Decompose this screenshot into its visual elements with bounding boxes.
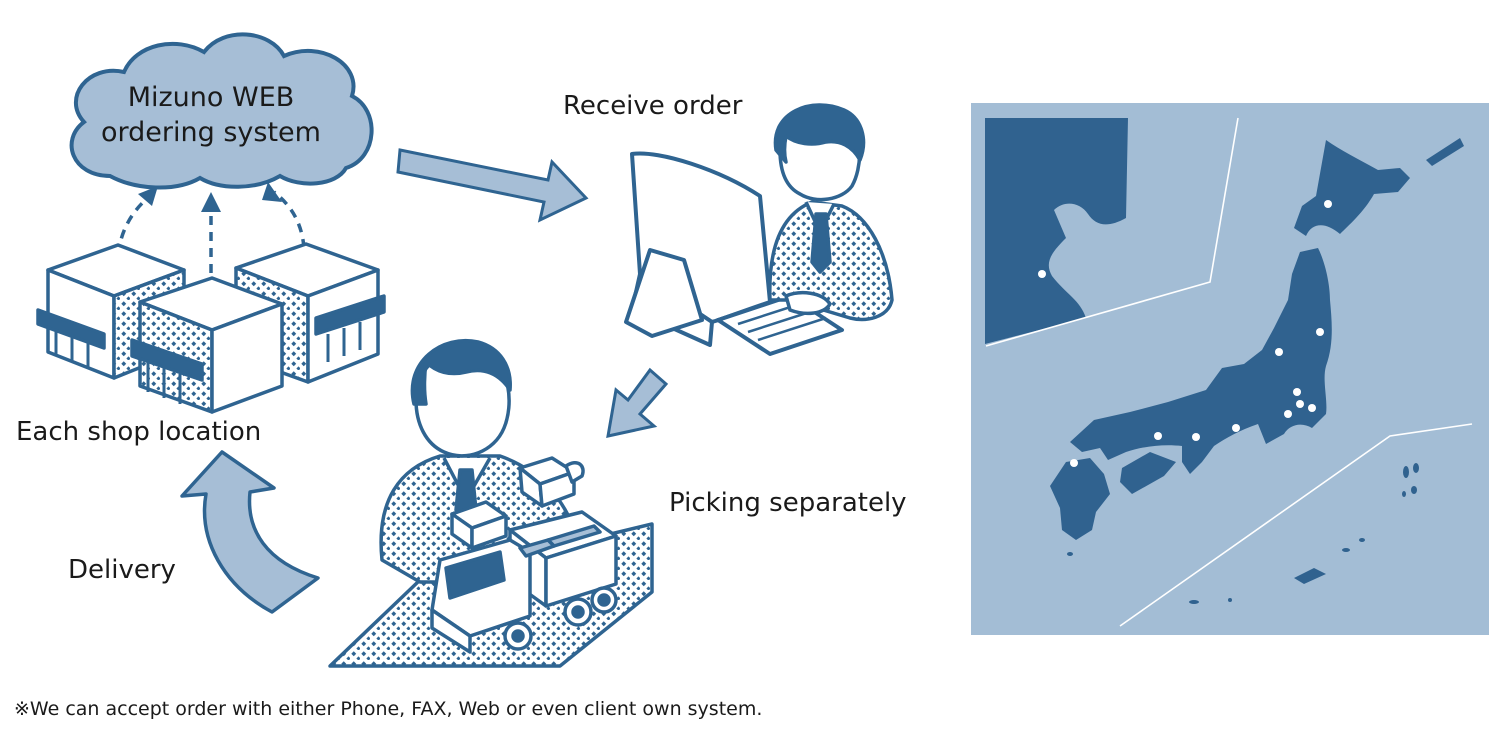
cloud-label: Mizuno WEB ordering system [70,80,352,150]
toy-truck [430,510,618,654]
box-in-hand [450,500,508,550]
cloud-shape [69,32,374,190]
japan-map [971,103,1489,635]
picking-label: Picking separately [669,488,907,518]
cloud-label-line2: ordering system [101,117,321,148]
person-receiving-order [768,103,894,322]
computer-monitor [624,151,844,356]
footnote: ※We can accept order with either Phone, … [14,698,763,720]
location-markers [1038,200,1332,467]
delivery-label: Delivery [68,555,176,585]
arrow-to-picking [606,367,669,438]
dashed-arrow-heads [138,182,282,212]
shop-location-label: Each shop location [16,417,262,447]
receive-order-label: Receive order [563,91,743,121]
delivery-arrow [180,450,320,614]
arrow-to-receive [396,148,589,223]
cloud-label-line1: Mizuno WEB [127,82,295,113]
shop-building-center [130,276,284,414]
